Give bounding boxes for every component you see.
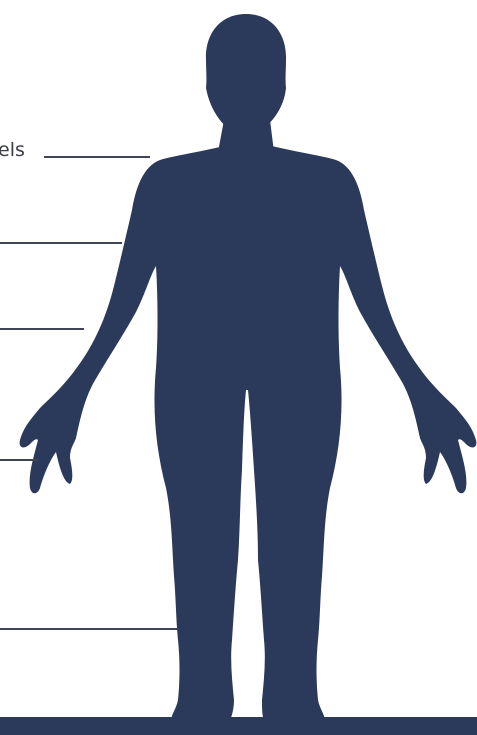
floor-bar [0, 717, 477, 735]
